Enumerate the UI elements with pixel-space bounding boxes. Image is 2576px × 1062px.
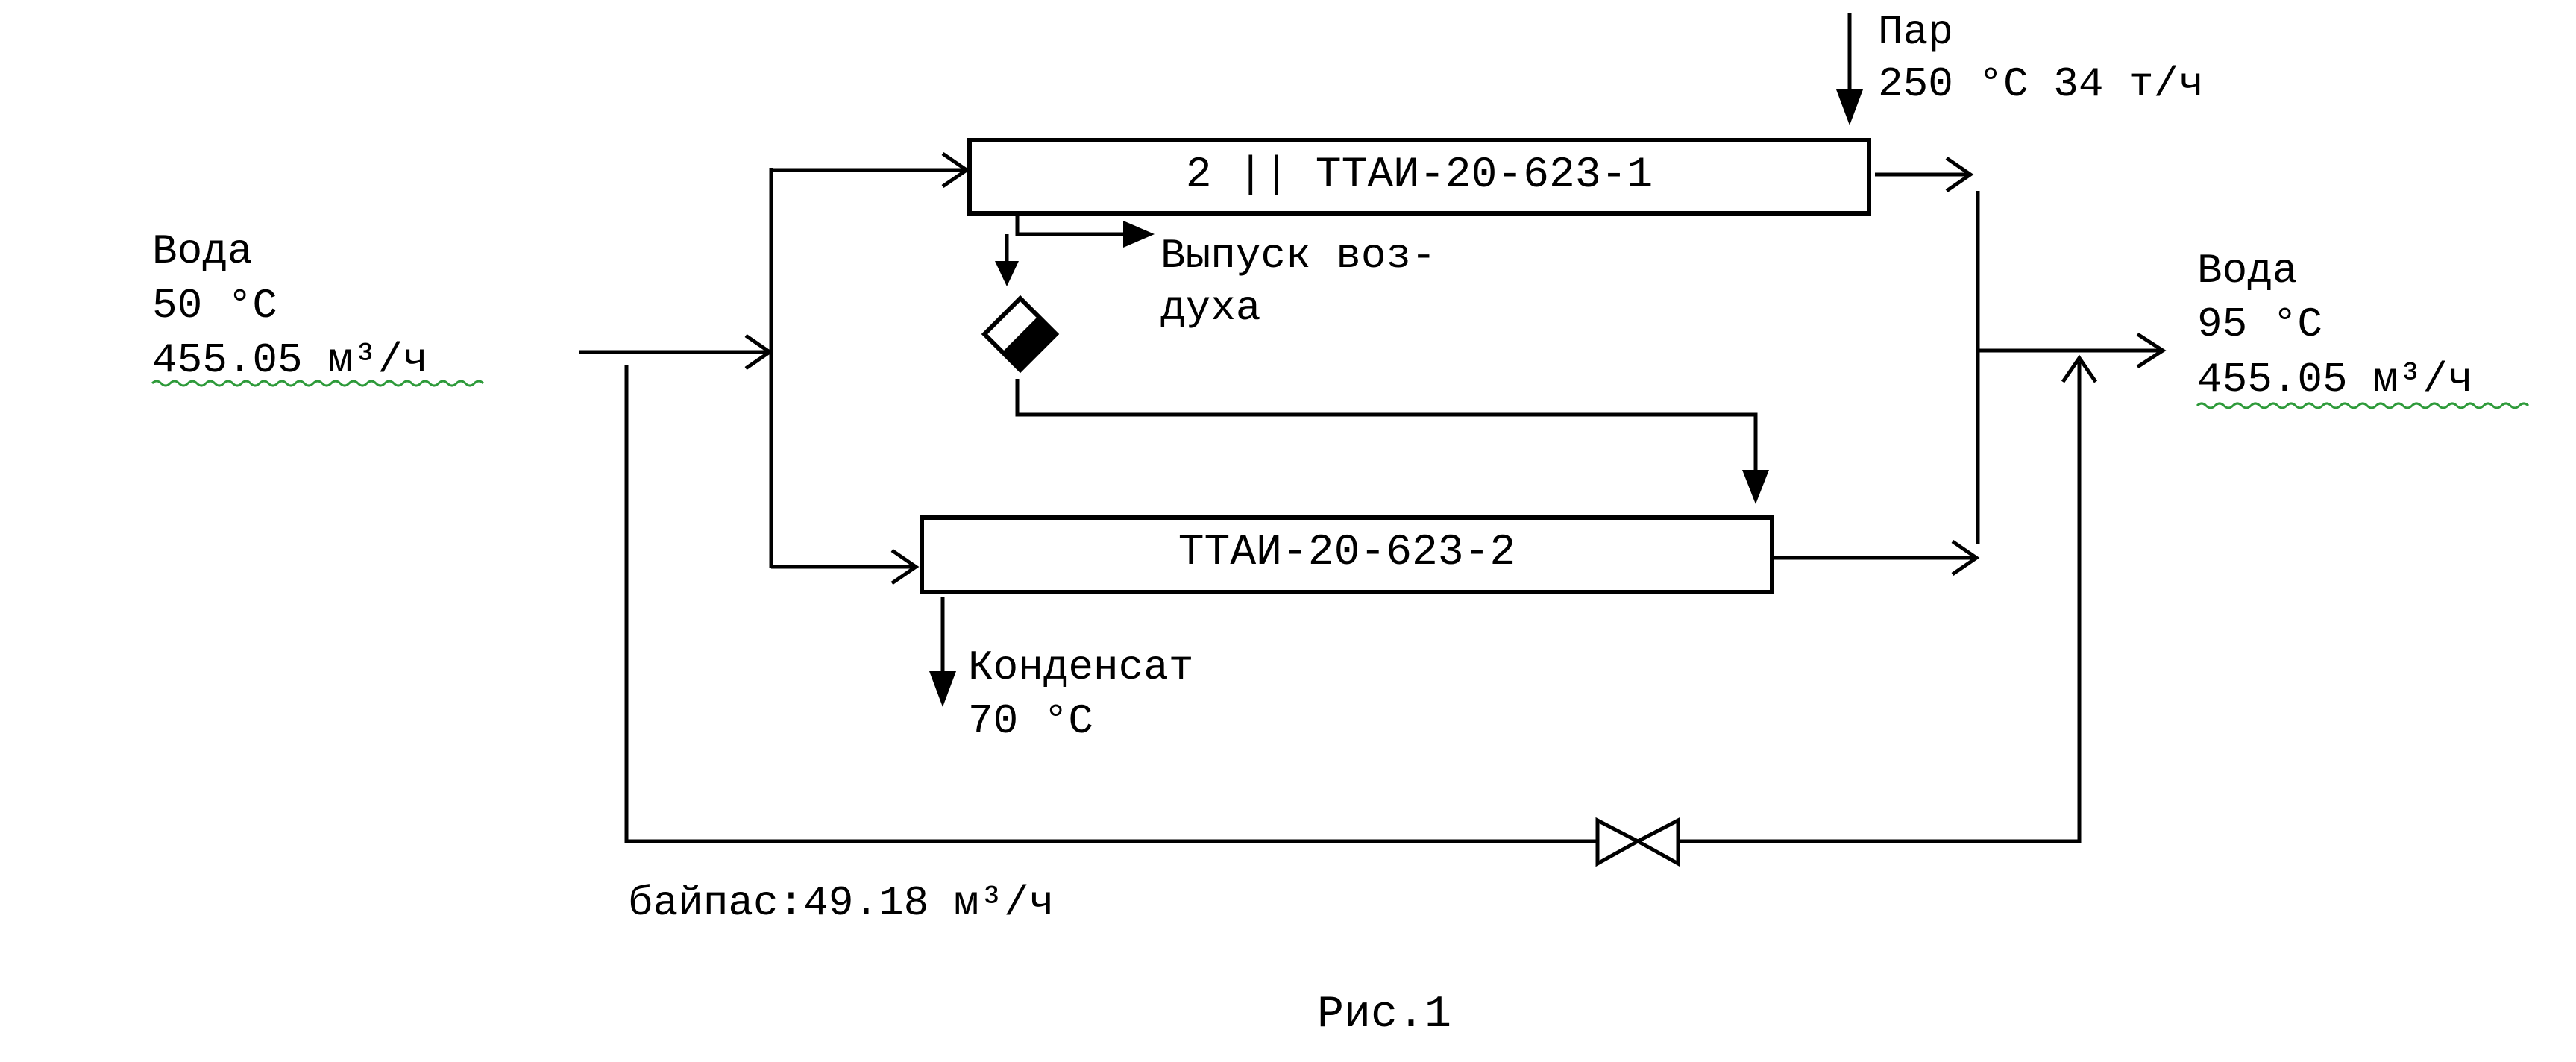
heat-exchanger-2: ТТАИ-20-623-2: [920, 515, 1774, 594]
outlet-arrow: [2136, 332, 2167, 369]
figure-caption: Рис.1: [1317, 990, 1451, 1040]
steam-inlet: Пар 250 °C 34 т/ч: [1836, 8, 2204, 125]
condensate-label: Конденсат: [968, 644, 1193, 691]
air-release-line: [1015, 216, 1134, 236]
air-release-label-1: Выпуск воз-: [1160, 232, 1436, 280]
trap-diamond-fill: [1002, 316, 1056, 370]
trap-arrowhead: [995, 261, 1019, 286]
bypass-pipe-right: [1678, 362, 2082, 843]
heat-exchanger-1: 2 || ТТАИ-20-623-1: [967, 138, 1871, 216]
steam-params: 250 °C 34 т/ч: [1878, 60, 2204, 108]
air-release-label-2: духа: [1160, 284, 1260, 332]
outlet-flow-underline: [2196, 402, 2530, 409]
exchanger-2-box: [920, 515, 1774, 594]
condensate-trap: [981, 295, 1060, 374]
bypass-pipe-left: [624, 365, 1598, 843]
condensate-transfer-arrowhead: [1742, 470, 1769, 504]
inlet-piping: [579, 151, 970, 585]
inlet-label: Вода: [152, 227, 252, 275]
bypass-valve[interactable]: [1595, 817, 1680, 867]
exchanger-1-label: 2 || ТТАИ-20-623-1: [1186, 151, 1653, 200]
inlet-water: Вода 50 °C 455.05 м³/ч: [151, 227, 485, 387]
bypass-line: байпас:49.18 м³/ч: [624, 354, 2098, 927]
air-release-arrowhead: [1123, 221, 1155, 248]
inlet-flow-underline: [151, 380, 485, 387]
exchanger-2-outlet-arrow: [1951, 539, 1980, 576]
outlet-label: Вода: [2197, 247, 2297, 295]
inlet-temp: 50 °C: [152, 282, 277, 330]
outlet-flow: 455.05 м³/ч: [2197, 356, 2473, 403]
outlet-piping: [1772, 156, 2167, 576]
condensate-out: Конденсат 70 °C: [929, 597, 1193, 745]
exchanger-1-box: [967, 138, 1871, 216]
steam-label: Пар: [1878, 8, 1953, 56]
bypass-return-arrow: [2061, 354, 2098, 383]
feed-arrow-1: [941, 151, 970, 189]
valve-left-triangle: [1595, 817, 1642, 867]
outlet-water: Вода 95 °C 455.05 м³/ч: [2196, 247, 2530, 409]
exchanger-2-label: ТТАИ-20-623-2: [1178, 529, 1515, 577]
outlet-temp: 95 °C: [2197, 301, 2322, 348]
feed-arrow-2: [890, 548, 920, 585]
condensate-arrowhead: [929, 671, 956, 707]
condensate-transfer-line: [1015, 379, 1758, 477]
steam-arrowhead: [1836, 89, 1863, 125]
air-release: Выпуск воз- духа: [995, 216, 1436, 332]
valve-right-triangle: [1633, 817, 1680, 867]
condensate-transfer: [1015, 379, 1769, 504]
exchanger-1-outlet-arrow: [1945, 156, 1974, 193]
condensate-temp: 70 °C: [968, 697, 1093, 745]
bypass-label: байпас:49.18 м³/ч: [628, 879, 1054, 927]
inlet-flow: 455.05 м³/ч: [152, 336, 428, 384]
